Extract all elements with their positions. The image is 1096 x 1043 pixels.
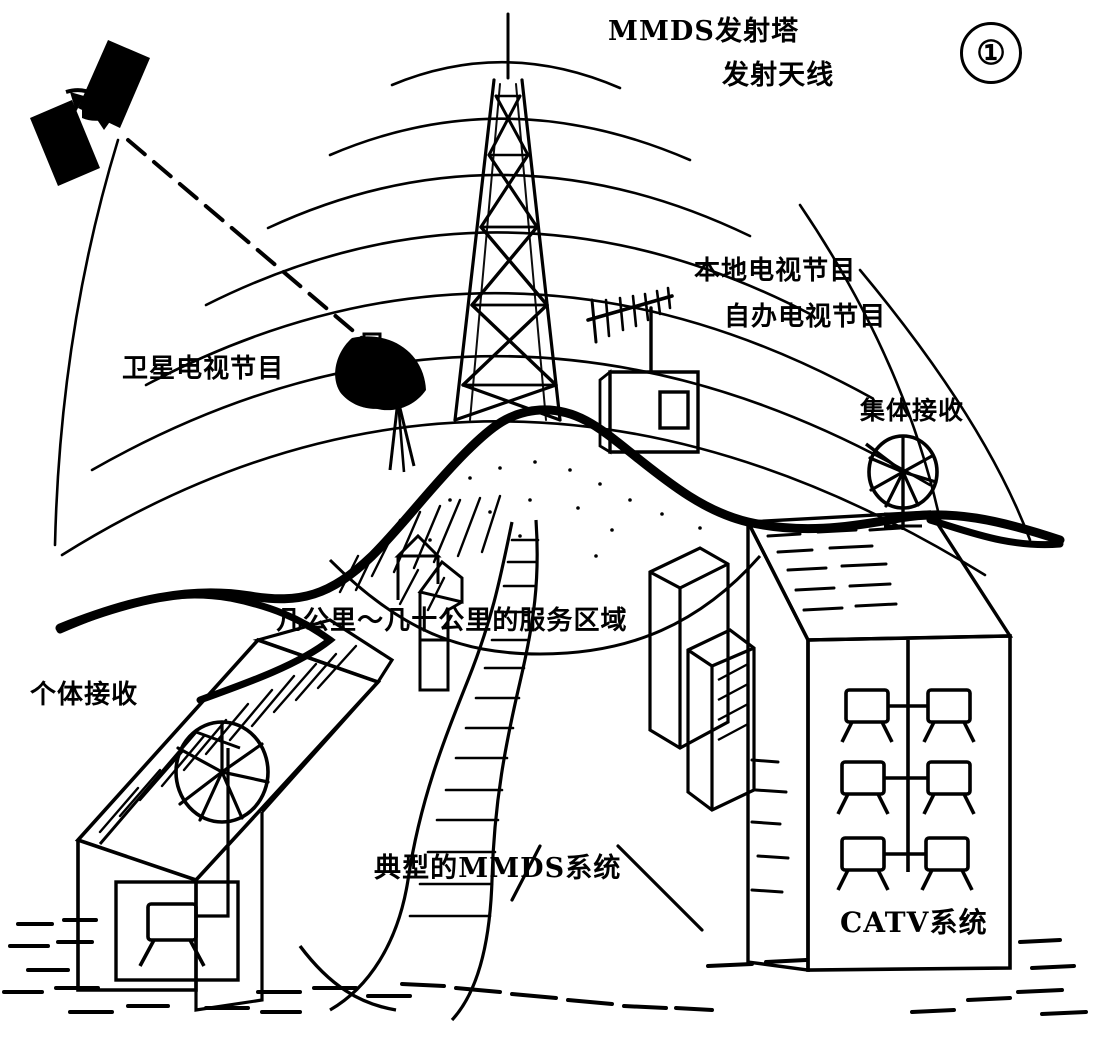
right-ridge xyxy=(926,516,1064,549)
figure-number: ① xyxy=(960,22,1022,84)
service-area-arc-bottom xyxy=(298,944,397,1012)
catv-wheel-antenna-icon xyxy=(864,434,939,530)
midground-block-2 xyxy=(686,628,756,812)
local-program-label-line1: 本地电视节目 xyxy=(694,256,857,286)
tv-set-icon xyxy=(836,760,890,815)
winding-road xyxy=(329,519,540,1022)
mmds-tower-icon xyxy=(453,12,562,422)
small-building-left xyxy=(417,559,464,692)
parabolic-dish-icon xyxy=(335,332,426,473)
yagi-antenna-icon xyxy=(586,286,674,374)
satellite-downlink-beam xyxy=(126,138,380,354)
tv-set-icon xyxy=(840,688,894,743)
hill-silhouette xyxy=(55,405,1065,656)
tv-set-icon xyxy=(922,688,976,743)
individual-reception-label: 个体接收 xyxy=(30,680,139,710)
midground-block-1 xyxy=(648,546,730,750)
satellite-icon xyxy=(30,40,150,186)
catv-system-label: CATV系统 xyxy=(840,906,988,939)
typical-system-label: 典型的MMDS系统 xyxy=(374,853,622,884)
left-ridge xyxy=(56,591,336,704)
tower-title-line2: 发射天线 xyxy=(722,60,835,91)
satellite-program-label: 卫星电视节目 xyxy=(122,354,285,384)
house-wheel-antenna-icon xyxy=(174,720,270,824)
leader-lines xyxy=(510,844,704,932)
tv-set-icon xyxy=(920,836,974,891)
tv-set-icon xyxy=(922,760,976,815)
service-area-label: 几公里～几十公里的服务区域 xyxy=(276,606,628,636)
catv-tv-grid xyxy=(836,688,976,891)
catv-building xyxy=(745,510,1014,972)
ground-dashes xyxy=(2,918,1088,1016)
group-reception-label: 集体接收 xyxy=(860,396,965,425)
outer-arcs xyxy=(53,138,1032,547)
tower-title-line1: MMDS发射塔 xyxy=(608,16,800,47)
tv-set-icon xyxy=(836,836,890,891)
local-program-label-line2: 自办电视节目 xyxy=(724,302,887,332)
concentric-arcs xyxy=(60,60,987,577)
small-building-left-2 xyxy=(394,533,442,600)
house-icon xyxy=(74,618,395,1012)
tv-set-icon xyxy=(138,902,206,967)
